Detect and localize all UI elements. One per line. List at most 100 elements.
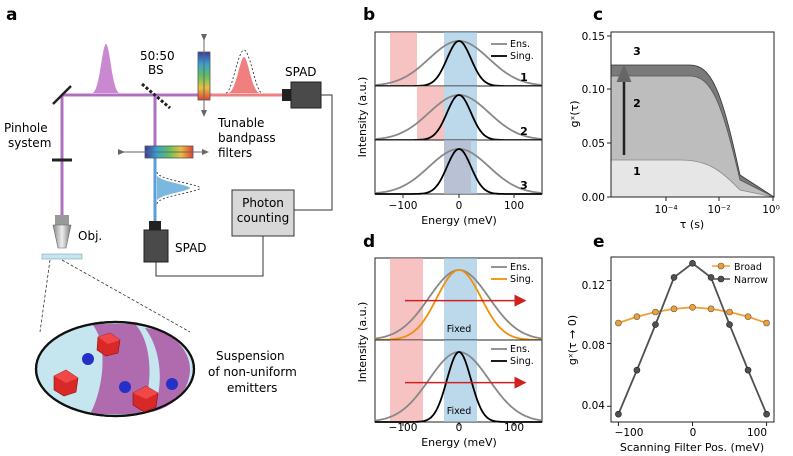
panel-e-point-broad [707, 305, 715, 313]
spad-bottom-detector [143, 229, 169, 263]
spad-bottom-window [149, 221, 161, 231]
panel-d-red-band [390, 340, 423, 422]
mirror-icon [52, 85, 72, 105]
panel-b-row-label: 1 [520, 71, 528, 84]
panel-label-a: a [6, 5, 17, 25]
panel-b-xtick: 0 [456, 200, 463, 212]
panel-b-plot [374, 31, 543, 198]
panel-d-legend-sing: Sing. [510, 356, 534, 367]
panel-d-fixed-label: Fixed [447, 324, 472, 335]
panel-c-ytick: 0.05 [582, 138, 605, 150]
objective-mount [55, 215, 69, 225]
panel-c-curve-1 [611, 160, 774, 197]
panel-b-row-label: 3 [520, 179, 528, 192]
panel-e: e 0.12 0.08 0.04 −100 0 100 Scanning Fil… [566, 232, 775, 454]
suspension-purple-region-2 [145, 328, 190, 412]
emitter-dot-icon [166, 378, 178, 390]
panel-d: d Energy (meV) Intensity (a.u.) −100 0 1… [356, 232, 543, 449]
pulse-outline-top [225, 49, 263, 94]
bs-label-2: BS [148, 63, 164, 77]
panel-d-single-curve [374, 269, 542, 341]
panel-d-xtick: −100 [389, 422, 418, 434]
spad-bottom-label: SPAD [175, 241, 207, 255]
panel-e-point-narrow [689, 259, 696, 267]
panel-e-point-narrow [652, 321, 659, 328]
panel-e-ylabel: gˣ(τ → 0) [566, 315, 579, 365]
zoom-line-left [39, 259, 51, 333]
panel-e-point-narrow [744, 366, 752, 374]
tunable-label-2: bandpass [218, 131, 276, 145]
panel-d-xlabel: Energy (meV) [421, 436, 497, 449]
emitter-dot-icon [82, 353, 94, 365]
panel-d-xtick: 0 [456, 422, 463, 434]
panel-b-legend-sing: Sing. [510, 51, 534, 62]
panel-e-plot [607, 259, 770, 426]
panel-c-ytick: 0.00 [582, 192, 605, 204]
panel-b: b Energy (meV) Intensity (a.u.) −100 0 1… [356, 5, 543, 227]
pinhole-label-2: system [8, 136, 51, 150]
panel-b-xtick: 100 [504, 200, 524, 212]
panel-c-ytick: 0.10 [582, 84, 605, 96]
panel-c-xtick: 10⁰ [762, 204, 780, 216]
spad-top-window [282, 89, 292, 101]
panel-e-xlabel: Scanning Filter Pos. (meV) [620, 441, 764, 454]
spad-top-label: SPAD [285, 65, 317, 79]
panel-d-blue-band [444, 258, 477, 340]
wire-top [294, 94, 333, 211]
bs-label-1: 50:50 [140, 49, 175, 63]
panel-b-xtick: −100 [389, 200, 418, 212]
panel-e-point-broad [689, 303, 696, 311]
zoom-line-right [61, 259, 191, 333]
panel-e-point-narrow [615, 410, 622, 418]
panel-e-point-broad [633, 313, 641, 321]
pulse-narrow-red-icon [228, 57, 260, 93]
panel-c-ylabel: gˣ(τ) [568, 100, 581, 127]
panel-d-legend-sing: Sing. [510, 274, 534, 285]
objective-label: Obj. [78, 229, 102, 243]
panel-b-row-label: 2 [520, 125, 528, 138]
panel-e-ytick: 0.04 [582, 400, 606, 412]
panel-e-point-narrow [670, 274, 678, 281]
panel-e-point-narrow [633, 366, 641, 374]
pulse-narrow-blue-icon [157, 175, 190, 201]
suspension-label-1: Suspension [216, 349, 285, 363]
emitter-dot-icon [119, 381, 131, 393]
suspension-label-2: of non-uniform [208, 365, 297, 379]
panel-d-legend-ens: Ens. [510, 262, 530, 273]
spad-top-detector [290, 81, 322, 109]
panel-e-point-broad [615, 319, 622, 327]
panel-e-point-broad [744, 313, 752, 321]
panel-e-xtick: −100 [615, 427, 644, 439]
panel-d-ylabel: Intensity (a.u.) [356, 302, 369, 383]
panel-d-fixed-label: Fixed [447, 406, 472, 417]
photon-label-2: counting [237, 211, 289, 225]
photon-counting-box [231, 189, 295, 237]
panel-e-ytick: 0.12 [582, 280, 605, 292]
photon-label-1: Photon [242, 196, 284, 210]
panel-e-point-broad [652, 308, 659, 316]
panel-d-legend-ens: Ens. [510, 344, 530, 355]
panel-label-b: b [363, 5, 375, 25]
panel-d-plot [374, 257, 543, 426]
pulse-broad-icon [92, 44, 120, 93]
beam-splitter-icon [141, 82, 171, 110]
sample-slide [41, 253, 83, 260]
panel-c-xtick: 10⁻² [707, 204, 730, 216]
panel-c-curve-label: 1 [633, 165, 641, 178]
objective-icon [52, 224, 72, 249]
panel-c-ytick: 0.15 [582, 31, 605, 43]
panel-e-xtick: 100 [747, 427, 767, 439]
panel-d-red-band [390, 258, 423, 340]
wire-bottom [155, 236, 264, 277]
panel-c-curve-label: 2 [633, 97, 641, 110]
panel-c-xtick: 10⁻⁴ [654, 204, 677, 216]
panel-b-red-band [417, 86, 444, 140]
panel-e-xtick: 0 [690, 427, 697, 439]
panel-b-legend-ens: Ens. [510, 39, 530, 50]
panel-b-xlabel: Energy (meV) [421, 214, 497, 227]
panel-label-d: d [363, 232, 375, 252]
emitter-cube-icon [132, 385, 159, 413]
emitter-cube-icon [96, 332, 121, 357]
suspension-label-3: emitters [227, 381, 277, 395]
